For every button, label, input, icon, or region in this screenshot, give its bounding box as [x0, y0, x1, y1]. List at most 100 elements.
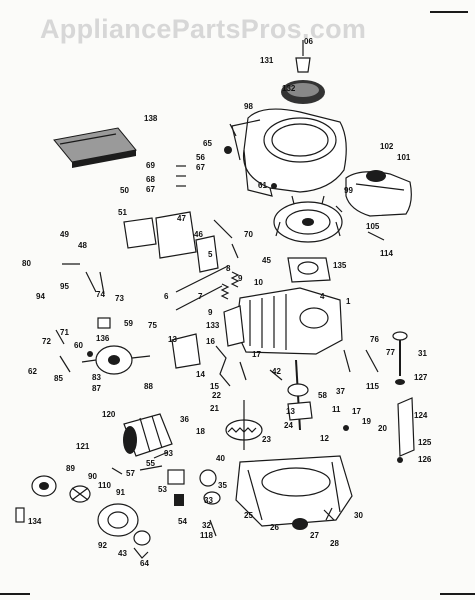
callout-127: 127 — [414, 373, 428, 382]
callout-72: 72 — [42, 337, 51, 346]
callout-83: 83 — [92, 373, 101, 382]
callout-13: 13 — [168, 335, 177, 344]
callout-1: 1 — [346, 297, 351, 306]
callout-133: 133 — [206, 321, 220, 330]
callout-138: 138 — [144, 114, 158, 123]
callout-131: 131 — [260, 56, 274, 65]
callout-55: 55 — [146, 459, 155, 468]
owners-manual-drawing — [53, 127, 137, 168]
callout-71: 71 — [60, 328, 69, 337]
brake-assembly-drawing — [81, 345, 151, 375]
valve-springs-drawing — [175, 265, 240, 311]
callout-124: 124 — [414, 411, 428, 420]
callout-18: 18 — [196, 427, 205, 436]
callout-69: 69 — [146, 161, 155, 170]
callout-8: 8 — [226, 264, 231, 273]
callout-51: 51 — [118, 208, 127, 217]
callout-48: 48 — [78, 241, 87, 250]
engine-block-drawing — [223, 287, 343, 355]
callout-94: 94 — [36, 292, 45, 301]
callout-101: 101 — [397, 153, 411, 162]
callout-126: 126 — [418, 455, 432, 464]
bolts-and-pins-drawing — [55, 123, 403, 475]
callout-50: 50 — [120, 186, 129, 195]
dipstick-drawing — [392, 331, 415, 457]
callout-73: 73 — [115, 294, 124, 303]
callout-76: 76 — [370, 335, 379, 344]
callout-22: 22 — [212, 391, 221, 400]
callout-23: 23 — [262, 435, 271, 444]
starter-motor-drawing — [123, 413, 173, 457]
oil-sump-drawing — [235, 455, 353, 527]
callout-25: 25 — [244, 511, 253, 520]
callout-61: 61 — [258, 181, 267, 190]
callout-121: 121 — [76, 442, 90, 451]
crankshaft-drawing — [269, 359, 313, 431]
callout-102: 102 — [380, 142, 394, 151]
callout-12: 12 — [320, 434, 329, 443]
callout-30: 30 — [354, 511, 363, 520]
callout-20: 20 — [378, 424, 387, 433]
blower-housing-drawing — [231, 108, 347, 197]
callout-31: 31 — [418, 349, 427, 358]
callout-89: 89 — [66, 464, 75, 473]
misc-hardware-drawing — [139, 465, 335, 537]
callout-87: 87 — [92, 384, 101, 393]
camshaft-drawing — [225, 400, 263, 450]
callout-110: 110 — [98, 481, 111, 490]
callout-85: 85 — [54, 374, 63, 383]
callout-54: 54 — [178, 517, 187, 526]
callout-11: 11 — [332, 405, 341, 414]
callout-115: 115 — [366, 382, 379, 391]
callout-26: 26 — [270, 523, 279, 532]
callout-132: 132 — [282, 84, 296, 93]
callout-53: 53 — [158, 485, 167, 494]
callout-17b: 17 — [352, 407, 361, 416]
callout-90: 90 — [88, 472, 97, 481]
callout-64: 64 — [140, 559, 149, 568]
callout-125: 125 — [418, 438, 432, 447]
callout-120: 120 — [102, 410, 116, 419]
callout-49: 49 — [60, 230, 69, 239]
callout-88: 88 — [144, 382, 153, 391]
callout-7: 7 — [198, 292, 203, 301]
callout-67: 67 — [196, 163, 205, 172]
callout-15: 15 — [210, 382, 219, 391]
governor-linkage-drawing — [171, 333, 247, 387]
callout-67b: 67 — [146, 185, 155, 194]
callout-93: 93 — [164, 449, 173, 458]
callout-46: 46 — [194, 230, 203, 239]
callout-136: 136 — [96, 334, 110, 343]
callout-17: 17 — [252, 350, 261, 359]
carburetor-drawing — [123, 211, 233, 273]
callout-14: 14 — [196, 370, 205, 379]
callout-91: 91 — [116, 488, 125, 497]
callout-43: 43 — [118, 549, 127, 558]
callout-28: 28 — [330, 539, 339, 548]
callout-77: 77 — [386, 348, 395, 357]
callout-134: 134 — [28, 517, 42, 526]
callout-92: 92 — [98, 541, 107, 550]
callout-68: 68 — [146, 175, 155, 184]
callout-118: 118 — [200, 531, 213, 540]
callout-33: 33 — [204, 496, 213, 505]
callout-37: 37 — [336, 387, 345, 396]
callout-16: 16 — [206, 337, 215, 346]
callout-9b: 9 — [208, 308, 213, 317]
callout-06: 06 — [304, 37, 313, 46]
callout-135: 135 — [333, 261, 347, 270]
callout-98: 98 — [244, 102, 253, 111]
callout-62: 62 — [28, 367, 37, 376]
callout-99: 99 — [344, 186, 353, 195]
callout-75: 75 — [148, 321, 157, 330]
callout-9: 9 — [238, 274, 243, 283]
callout-6: 6 — [164, 292, 169, 301]
callout-59: 59 — [124, 319, 133, 328]
callout-13b: 13 — [286, 407, 295, 416]
callout-80: 80 — [22, 259, 31, 268]
callout-36: 36 — [180, 415, 189, 424]
callout-105: 105 — [366, 222, 380, 231]
callout-58: 58 — [318, 391, 327, 400]
